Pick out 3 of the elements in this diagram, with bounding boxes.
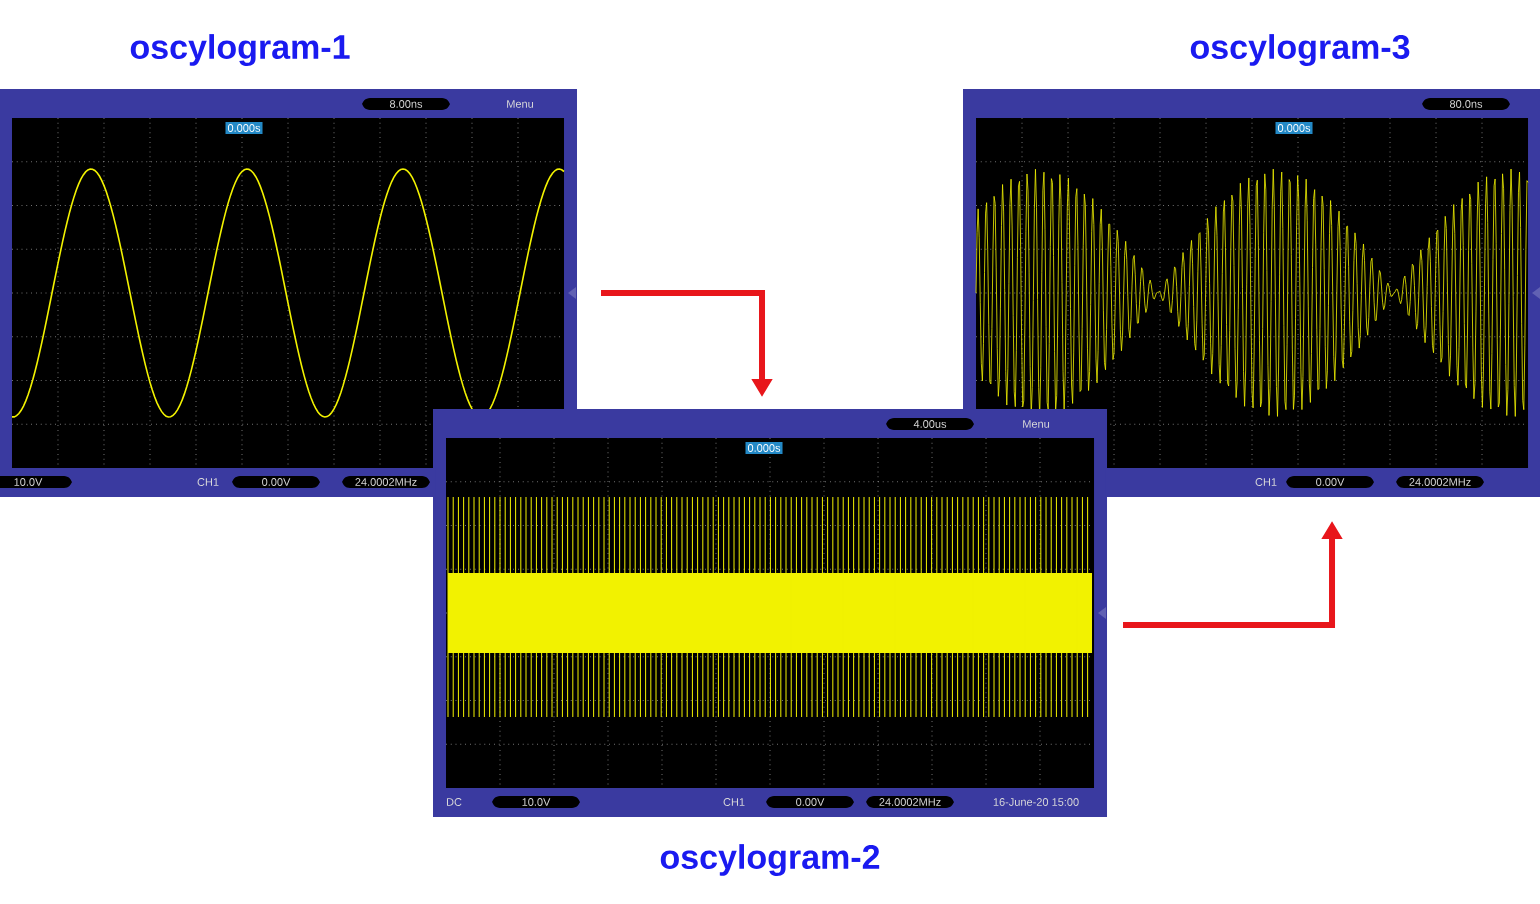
screen-title: oscylogram-3 (1190, 34, 1410, 66)
screen-title: oscylogram-1 (130, 34, 350, 66)
screen-title: oscylogram-2 (660, 844, 880, 876)
